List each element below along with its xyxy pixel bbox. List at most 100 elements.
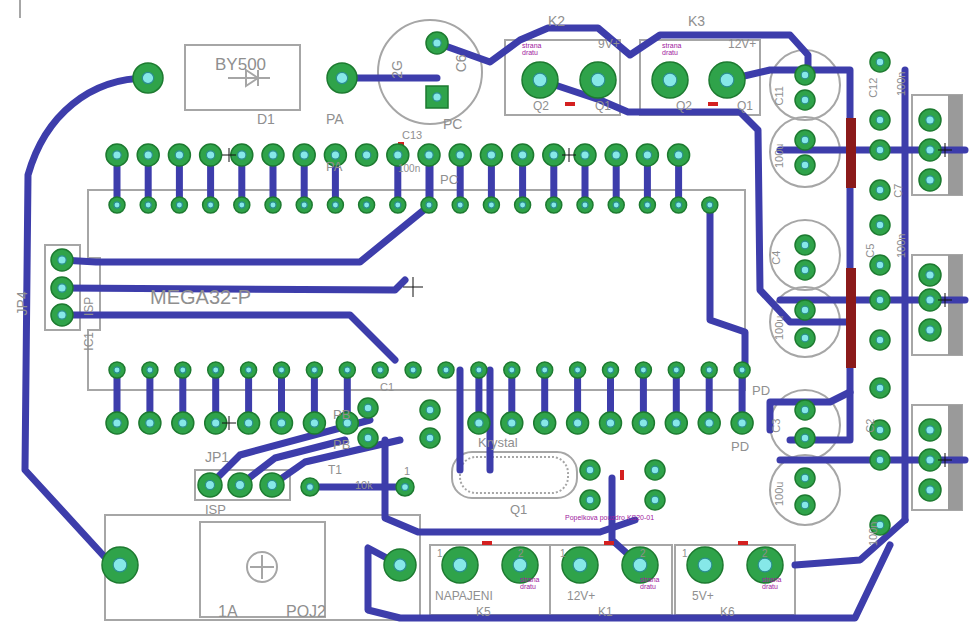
pad: [426, 86, 448, 108]
pad: [420, 400, 440, 420]
pad: [870, 330, 890, 350]
pcb-label: PD: [752, 384, 770, 398]
pcb-label: C13: [402, 130, 422, 142]
pcb-label: Q1: [595, 100, 611, 113]
pad: [238, 412, 260, 434]
pcb-label: C3: [771, 419, 783, 433]
pad: [265, 197, 281, 213]
pad: [171, 197, 187, 213]
pcb-label: 100n: [896, 72, 908, 96]
pad: [567, 412, 589, 434]
pad: [600, 412, 622, 434]
pad: [795, 428, 815, 448]
pad: [358, 398, 378, 418]
pcb-label: 1: [682, 549, 688, 560]
pad: [645, 460, 665, 480]
pcb-label: K1: [598, 606, 613, 619]
pcb-label: T1: [328, 464, 342, 477]
pad: [356, 144, 378, 166]
pad: [603, 362, 619, 378]
pad: [262, 144, 284, 166]
pcb-label: K6: [720, 606, 735, 619]
pad: [51, 277, 73, 299]
pad: [396, 478, 414, 496]
pad: [919, 289, 941, 311]
pad: [577, 197, 593, 213]
pcb-label: D1: [257, 112, 275, 127]
pad: [168, 144, 190, 166]
pad: [562, 547, 598, 583]
pad: [665, 412, 687, 434]
pad: [919, 169, 941, 191]
pcb-label: 1: [560, 549, 566, 560]
pad: [372, 362, 388, 378]
pad: [795, 260, 815, 280]
pad: [795, 90, 815, 110]
pad: [51, 249, 73, 271]
pad: [301, 478, 319, 496]
pad: [870, 215, 890, 235]
pad: [109, 197, 125, 213]
pcb-label: 100n: [896, 234, 908, 258]
pcb-label: 2: [762, 549, 768, 560]
pad: [452, 197, 468, 213]
pcb-label: 100n: [398, 164, 420, 175]
pad: [702, 197, 718, 213]
pcb-label: 2: [518, 549, 524, 560]
pad: [405, 362, 421, 378]
pcb-label: Popelkova pouzdro KS20-01: [565, 514, 654, 521]
pad: [438, 362, 454, 378]
pcb-label: C4: [771, 251, 783, 265]
pad: [795, 328, 815, 348]
pad: [698, 412, 720, 434]
pad: [652, 62, 688, 98]
pad: [795, 155, 815, 175]
pcb-label: IC1: [83, 332, 96, 351]
pcb-label: JP4: [15, 291, 30, 315]
pcb-label: BY500: [215, 56, 266, 74]
pcb-label: MEGA32-P: [150, 287, 251, 308]
pcb-label: PD: [731, 440, 749, 454]
pad: [327, 197, 343, 213]
pad: [645, 490, 665, 510]
pcb-label: Q1: [737, 100, 753, 113]
pad: [203, 197, 219, 213]
pad: [919, 319, 941, 341]
pcb-label: NAPAJENI: [435, 590, 493, 603]
pad: [175, 362, 191, 378]
pcb-label: PA: [326, 160, 342, 174]
pad: [668, 144, 690, 166]
pad: [671, 197, 687, 213]
pad: [870, 52, 890, 72]
pad: [870, 180, 890, 200]
pad: [293, 144, 315, 166]
pcb-label: 12V+: [728, 38, 756, 51]
pad: [442, 547, 478, 583]
pcb-label: 9V+: [598, 38, 620, 51]
pcb-label: 2G: [390, 60, 405, 79]
pcb-label: C2: [865, 419, 877, 433]
pcb-label: Krystal: [478, 436, 518, 450]
pad: [701, 362, 717, 378]
pcb-label: C1: [380, 382, 394, 394]
pcb-label: K2: [548, 14, 565, 29]
pad: [919, 419, 941, 441]
pad: [106, 144, 128, 166]
pad: [133, 63, 163, 93]
pad: [570, 362, 586, 378]
pad: [543, 144, 565, 166]
pad: [306, 362, 322, 378]
pcb-label: C12: [868, 78, 880, 98]
copper-traces: [25, 28, 965, 618]
pcb-label: C5: [865, 244, 877, 258]
center-marks: [222, 143, 952, 467]
pad: [303, 412, 325, 434]
pcb-label: C7: [893, 184, 905, 198]
pad: [418, 144, 440, 166]
pad: [919, 479, 941, 501]
pcb-label: 1: [437, 549, 443, 560]
pcb-label: 100u: [774, 482, 786, 506]
